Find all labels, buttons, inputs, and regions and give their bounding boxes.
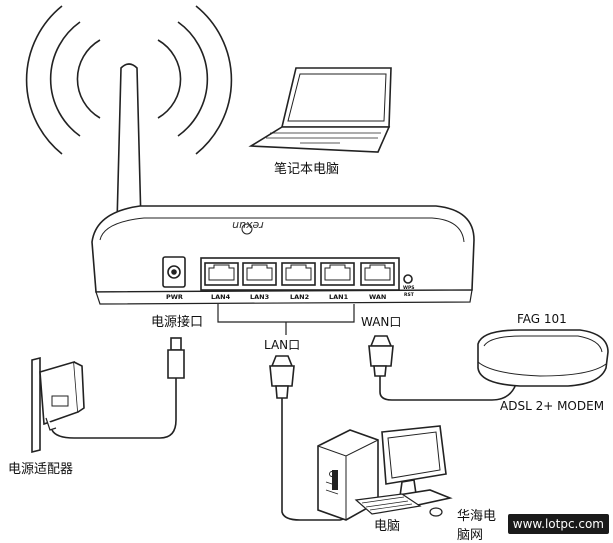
power-port-label: 电源接口: [151, 315, 204, 330]
laptop-icon: [248, 67, 392, 153]
modem-icon: [477, 329, 609, 387]
desktop-computer-icon: [317, 425, 453, 521]
lan1-port-label: LAN1: [329, 293, 349, 301]
lan1-port-icon: [320, 262, 355, 286]
computer-label: 电脑: [374, 519, 401, 534]
power-cable: [51, 376, 177, 439]
lan2-port-icon: [281, 262, 316, 286]
wan-port-label: WAN: [369, 293, 387, 301]
router-icon: [91, 205, 475, 305]
lan-plug-icon: [269, 355, 295, 399]
rst-label: RST: [404, 293, 414, 298]
site-watermark: 华海电脑网 www.lotpc.com: [457, 509, 613, 543]
power-adapter-label: 电源适配器: [8, 462, 74, 477]
router-brand-logo: rexun: [232, 219, 264, 232]
watermark-url: www.lotpc.com: [507, 514, 609, 534]
power-plug-icon: [167, 337, 185, 379]
watermark-site-name: 华海电脑网: [457, 509, 497, 543]
wps-button-icon: [403, 274, 413, 284]
lan3-port-icon: [242, 262, 277, 286]
lan-port-label: LAN口: [264, 338, 301, 352]
wan-port-icon: [360, 262, 395, 286]
modem-type-label: ADSL 2+ MODEM: [500, 399, 605, 413]
wan-cable: [379, 376, 517, 401]
lan4-port-icon: [204, 262, 239, 286]
modem-model-label: FAG 101: [517, 312, 567, 326]
laptop-label: 笔记本电脑: [274, 162, 340, 177]
wan-plug-icon: [368, 335, 394, 377]
lan3-port-label: LAN3: [250, 293, 270, 301]
power-adapter-icon: [31, 356, 85, 454]
wifi-signal-icon: [25, 5, 233, 155]
wps-label: WPS: [403, 286, 415, 291]
lan-bracket: [217, 304, 355, 323]
lan2-port-label: LAN2: [290, 293, 310, 301]
wan-port-callout-label: WAN口: [361, 315, 402, 329]
pwr-port-label: PWR: [166, 293, 183, 301]
lan4-port-label: LAN4: [211, 293, 231, 301]
